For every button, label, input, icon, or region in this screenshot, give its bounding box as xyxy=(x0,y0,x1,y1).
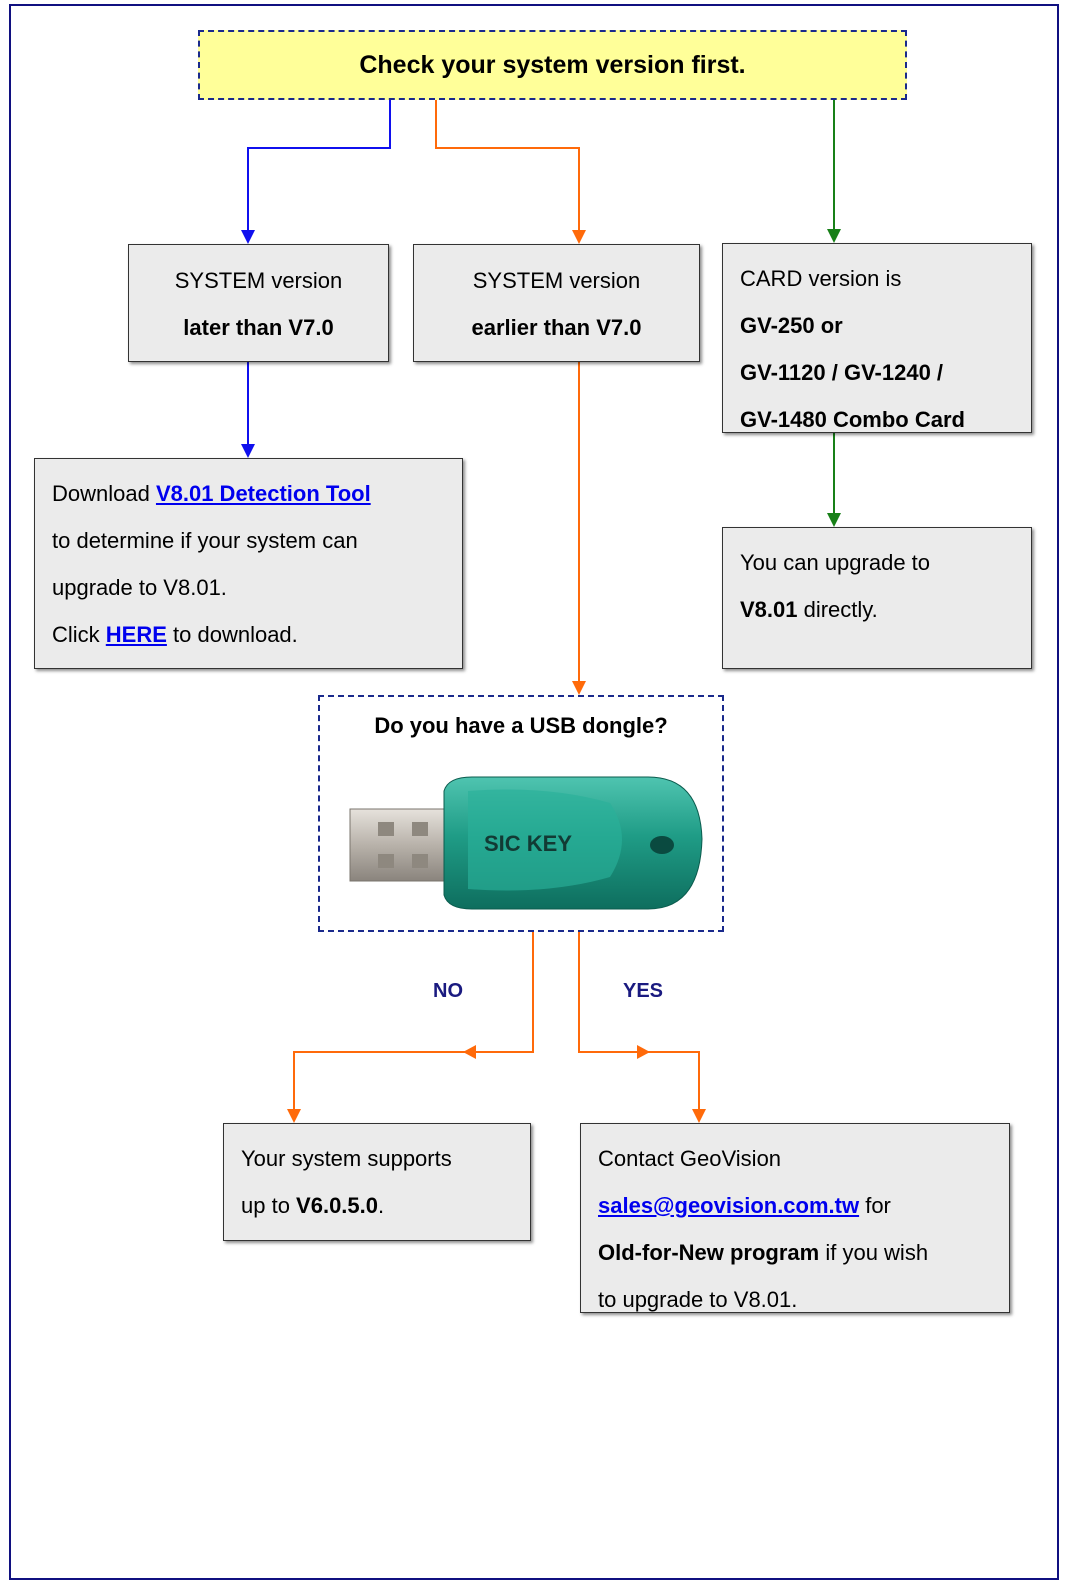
arrowhead-no-mid xyxy=(463,1045,476,1059)
sales-email-link[interactable]: sales@geovision.com.tw xyxy=(598,1193,860,1218)
upgrade-line2: V8.01 directly. xyxy=(740,586,1031,633)
arrowhead-later xyxy=(241,230,255,244)
card-line4: GV-1480 Combo Card xyxy=(740,407,965,432)
detection-line3: upgrade to V8.01. xyxy=(52,575,227,600)
usb-dongle-image: SIC KEY xyxy=(349,776,703,910)
usb-connector xyxy=(349,808,453,882)
box-system-supports: Your system supports up to V6.0.5.0. xyxy=(223,1123,531,1241)
supports-line1: Your system supports xyxy=(241,1146,452,1171)
contact-line3: Old-for-New program if you wish xyxy=(598,1229,1009,1276)
card-line1: CARD version is xyxy=(740,266,902,291)
arrowhead-earlier xyxy=(572,230,586,244)
header-title: Check your system version first. xyxy=(359,51,746,79)
supports-line2-suffix: . xyxy=(378,1193,385,1218)
supports-version: V6.0.5.0 xyxy=(296,1193,378,1218)
dongle-key-label: SIC KEY xyxy=(484,831,572,856)
branch-label-yes: YES xyxy=(623,980,664,1002)
connector-header-to-later xyxy=(247,100,391,232)
box-later-than-v7: SYSTEM version later than V7.0 xyxy=(128,244,389,362)
header-box: Check your system version first. xyxy=(198,30,907,100)
box-earlier-than-v7: SYSTEM version earlier than V7.0 xyxy=(413,244,700,362)
later-line1: SYSTEM version xyxy=(174,268,343,293)
card-line2: GV-250 or xyxy=(740,313,843,338)
earlier-line2: earlier than V7.0 xyxy=(471,315,642,340)
later-line2: later than V7.0 xyxy=(183,315,334,340)
upgrade-line2-rest: directly. xyxy=(797,597,878,622)
box-card-version: CARD version is GV-250 or GV-1120 / GV-1… xyxy=(722,243,1032,433)
detection-line4: Click HERE to download. xyxy=(52,611,462,658)
arrowhead-contact xyxy=(692,1109,706,1123)
contact-line2-suffix: for xyxy=(859,1193,891,1218)
detection-line2: to determine if your system can xyxy=(52,528,358,553)
arrowhead-yes-mid xyxy=(637,1045,650,1059)
dongle-question: Do you have a USB dongle? xyxy=(374,713,668,738)
supports-line2: up to V6.0.5.0. xyxy=(241,1182,530,1229)
old-for-new-program: Old-for-New program xyxy=(598,1240,820,1265)
detection-line1-prefix: Download xyxy=(52,481,156,506)
supports-line2-prefix: up to xyxy=(241,1193,297,1218)
contact-line3-suffix: if you wish xyxy=(819,1240,929,1265)
contact-line4: to upgrade to V8.01. xyxy=(598,1287,798,1312)
arrowhead-upgrade xyxy=(827,513,841,527)
card-line3: GV-1120 / GV-1240 / xyxy=(740,360,944,385)
earlier-line1: SYSTEM version xyxy=(472,268,641,293)
detection-line4-suffix: to download. xyxy=(166,622,298,647)
box-detection-tool: Download V8.01 Detection Tool to determi… xyxy=(34,458,463,669)
box-contact-geovision: Contact GeoVision sales@geovision.com.tw… xyxy=(580,1123,1010,1313)
connector-no-branch xyxy=(293,932,534,1112)
arrowhead-supports xyxy=(287,1109,301,1123)
arrowhead-card xyxy=(827,229,841,243)
box-upgrade-directly: You can upgrade to V8.01 directly. xyxy=(722,527,1032,669)
branch-label-no: NO xyxy=(433,980,463,1002)
contact-line2: sales@geovision.com.tw for xyxy=(598,1182,1009,1229)
connector-header-to-earlier xyxy=(435,100,580,232)
download-here-link[interactable]: HERE xyxy=(105,622,167,647)
page-frame xyxy=(9,4,1059,1580)
connector-yes-branch xyxy=(578,932,700,1112)
upgrade-version: V8.01 xyxy=(740,597,798,622)
detection-tool-link[interactable]: V8.01 Detection Tool xyxy=(155,481,371,506)
arrowhead-dongle xyxy=(572,681,586,695)
arrowhead-detection xyxy=(241,444,255,458)
detection-line1: Download V8.01 Detection Tool xyxy=(52,470,462,517)
keyring-hole xyxy=(650,836,674,854)
detection-line4-prefix: Click xyxy=(52,622,106,647)
contact-line1: Contact GeoVision xyxy=(598,1146,782,1171)
upgrade-line1: You can upgrade to xyxy=(740,550,931,575)
dongle-question-box: Do you have a USB dongle? SIC KEY xyxy=(318,695,724,932)
